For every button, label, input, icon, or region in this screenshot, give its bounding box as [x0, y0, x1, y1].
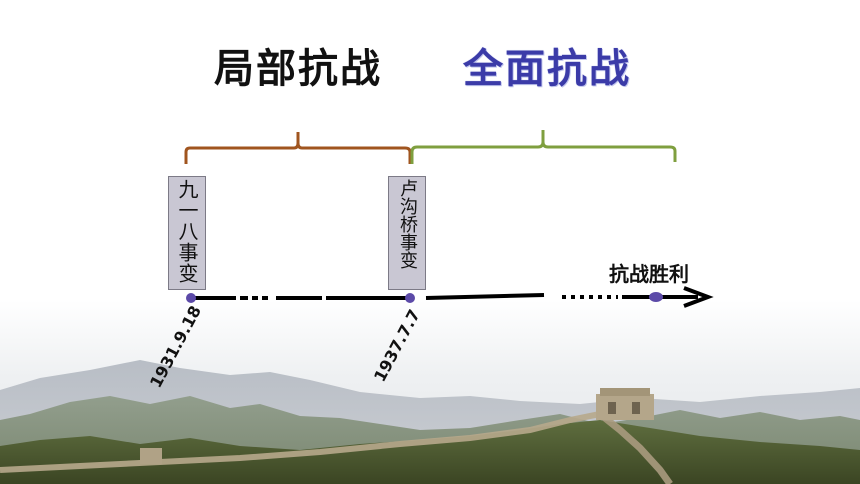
- victory-marker: [649, 292, 663, 302]
- event-box-mukden-incident: 九一八事变: [168, 176, 206, 290]
- event-marker-1937: [405, 293, 415, 303]
- total-war-brace: [410, 130, 677, 164]
- victory-label: 抗战胜利: [609, 262, 689, 286]
- event-box-marco-polo-bridge-incident: 卢沟桥事变: [388, 176, 426, 290]
- timeline-arrowhead: [683, 286, 714, 308]
- total-war-title: 全面抗战: [463, 46, 631, 92]
- event-label-marco-polo-bridge-incident: 卢沟桥事变: [397, 179, 418, 269]
- partial-war-title: 局部抗战: [214, 46, 382, 92]
- event-label-mukden-incident: 九一八事变: [175, 179, 199, 284]
- event-marker-1931: [186, 293, 196, 303]
- partial-war-brace: [184, 132, 412, 164]
